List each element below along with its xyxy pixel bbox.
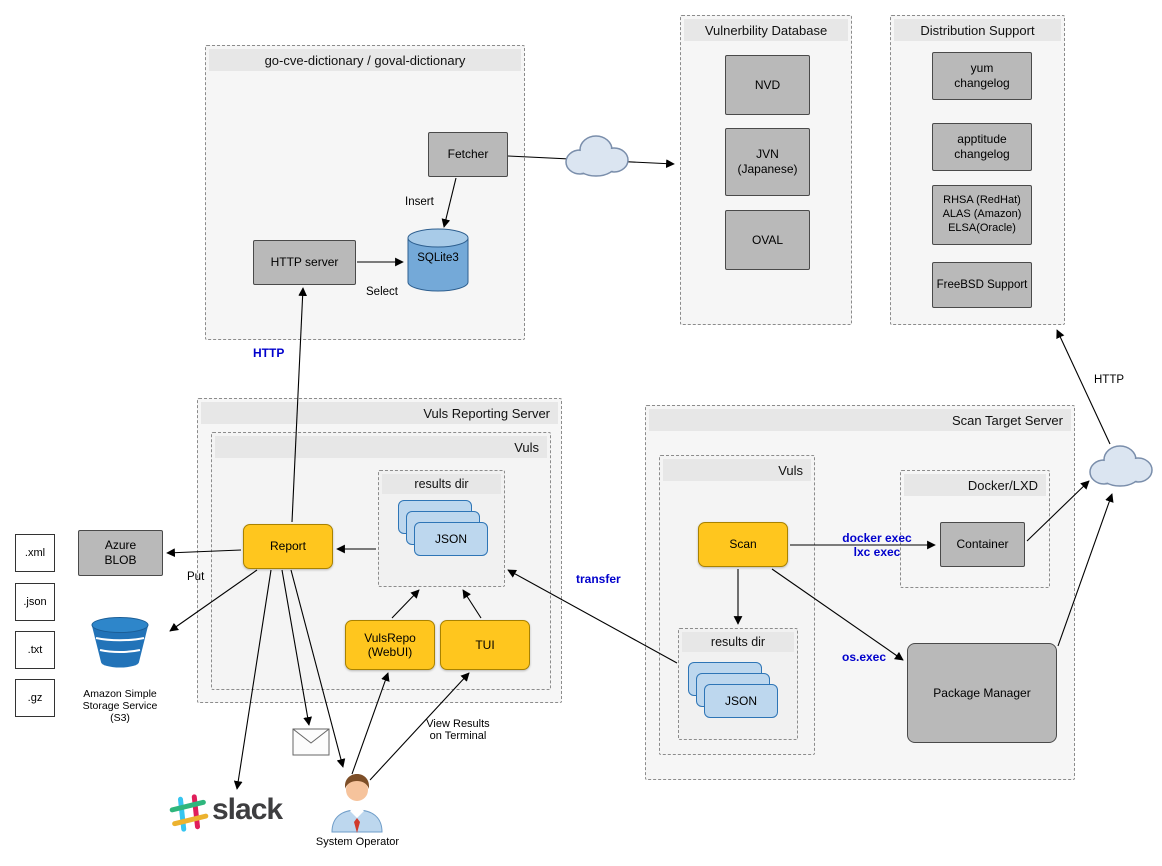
- json-format-box: .json: [15, 583, 55, 621]
- system-operator-icon: [331, 774, 383, 833]
- scan-vuls-title: Vuls: [663, 459, 811, 481]
- xml-format-box: .xml: [15, 534, 55, 572]
- report-box: Report: [243, 524, 333, 569]
- s3-bucket-icon: [91, 617, 149, 668]
- scan-results-dir-title: results dir: [682, 632, 794, 652]
- package-manager-box: Package Manager: [907, 643, 1057, 743]
- azure-blob-box: Azure BLOB: [78, 530, 163, 576]
- yum-changelog-box: yum changelog: [932, 52, 1032, 100]
- nvd-box: NVD: [725, 55, 810, 115]
- sqlite-label: SQLite3: [417, 252, 459, 264]
- freebsd-support-box: FreeBSD Support: [932, 262, 1032, 308]
- http-label-right: HTTP: [1094, 374, 1125, 386]
- json-file-card: JSON: [414, 522, 488, 556]
- tui-box: TUI: [440, 620, 530, 670]
- view-results-label: View Results on Terminal: [426, 718, 490, 742]
- jvn-box: JVN (Japanese): [725, 128, 810, 196]
- os-exec-label: os.exec: [842, 650, 887, 664]
- email-envelope-icon: [292, 728, 330, 756]
- scan-target-server-title: Scan Target Server: [649, 409, 1071, 431]
- system-operator-label: System Operator: [315, 836, 400, 848]
- fetcher-box: Fetcher: [428, 132, 508, 177]
- transfer-label: transfer: [576, 572, 621, 586]
- select-label: Select: [366, 286, 398, 298]
- rhsa-alas-elsa-box: RHSA (RedHat) ALAS (Amazon) ELSA(Oracle): [932, 185, 1032, 245]
- docker-lxd-title: Docker/LXD: [904, 474, 1046, 496]
- docker-exec-label: docker exec lxc exec: [842, 531, 912, 559]
- scan-box: Scan: [698, 522, 788, 567]
- cve-dictionary-container: go-cve-dictionary / goval-dictionary: [205, 45, 525, 340]
- gz-format-box: .gz: [15, 679, 55, 717]
- put-label: Put: [187, 571, 205, 583]
- reporting-vuls-title: Vuls: [215, 436, 547, 458]
- txt-format-box: .txt: [15, 631, 55, 669]
- oval-box: OVAL: [725, 210, 810, 270]
- vulnerability-database-title: Vulnerbility Database: [684, 19, 848, 41]
- insert-label: Insert: [405, 196, 434, 208]
- http-label-left: HTTP: [253, 346, 285, 360]
- json-file-card: JSON: [704, 684, 778, 718]
- slack-label: slack: [212, 793, 283, 826]
- reporting-server-title: Vuls Reporting Server: [201, 402, 558, 424]
- sqlite-cylinder-icon: [407, 228, 469, 292]
- internet-cloud-icon: [565, 135, 629, 177]
- cve-dictionary-title: go-cve-dictionary / goval-dictionary: [209, 49, 521, 71]
- slack-logo-icon: [169, 794, 209, 832]
- vulsrepo-box: VulsRepo (WebUI): [345, 620, 435, 670]
- arrow-fetcher-to-vulndb: [507, 155, 675, 169]
- docker-lxd-container: Docker/LXD: [900, 470, 1050, 588]
- internet-cloud-icon: [1089, 445, 1153, 487]
- container-box: Container: [940, 522, 1025, 567]
- apptitude-changelog-box: apptitude changelog: [932, 123, 1032, 171]
- distribution-support-title: Distribution Support: [894, 19, 1061, 41]
- reporting-results-dir-title: results dir: [382, 474, 501, 494]
- s3-label: Amazon Simple Storage Service (S3): [82, 688, 158, 724]
- http-server-box: HTTP server: [253, 240, 356, 285]
